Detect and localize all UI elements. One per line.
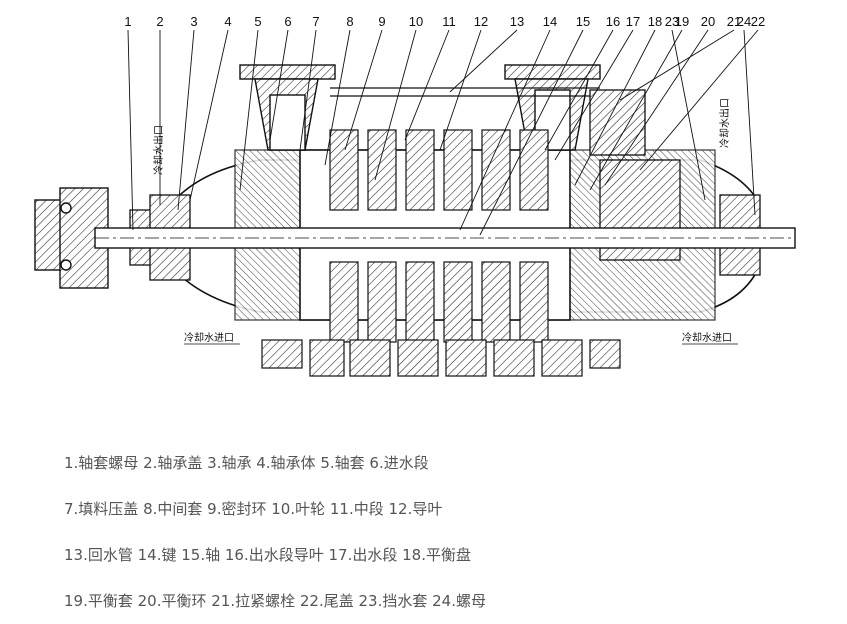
part-number-label: 12	[474, 14, 488, 29]
leader-line	[239, 29, 259, 191]
leader-line	[127, 29, 134, 231]
part-number-label: 4	[224, 14, 231, 29]
legend-line: 1.轴套螺母 2.轴承盖 3.轴承 4.轴承体 5.轴套 6.进水段	[64, 454, 429, 472]
part-number-label: 7	[312, 14, 319, 29]
part-number-label: 8	[346, 14, 353, 29]
part-number-label: 9	[378, 14, 385, 29]
inlet-flange-top	[239, 64, 336, 151]
parts-legend: 1.轴套螺母 2.轴承盖 3.轴承 4.轴承体 5.轴套 6.进水段 7.填料压…	[64, 440, 824, 624]
leader-line	[374, 29, 417, 181]
leader-line	[404, 29, 450, 141]
cooling-outlet-left-label: 冷却水出口	[152, 125, 165, 175]
leader-line	[639, 29, 759, 171]
leader-line	[449, 29, 518, 93]
part-number-label: 19	[675, 14, 689, 29]
part-number-label: 14	[543, 14, 557, 29]
leader-line	[324, 29, 351, 166]
leader-line	[177, 29, 195, 211]
part-number-label: 11	[442, 14, 456, 29]
part-number-label: 20	[701, 14, 715, 29]
part-number-label: 17	[626, 14, 640, 29]
leader-line	[459, 29, 551, 231]
leader-line	[671, 29, 706, 201]
part-number-label: 10	[409, 14, 423, 29]
leader-line	[604, 29, 709, 186]
leader-line	[743, 29, 756, 216]
part-number-label: 21	[727, 14, 741, 29]
legend-line: 13.回水管 14.键 15.轴 16.出水段导叶 17.出水段 18.平衡盘	[64, 546, 471, 564]
part-number-label: 3	[190, 14, 197, 29]
leader-line	[189, 29, 229, 201]
cooling-inlet-right-label: 冷却水进口	[682, 331, 732, 344]
part-number-label: 23	[665, 14, 679, 29]
part-number-label: 1	[124, 14, 131, 29]
part-number-label: 6	[284, 14, 291, 29]
legend-line: 19.平衡套 20.平衡环 21.拉紧螺栓 22.尾盖 23.挡水套 24.螺母	[64, 592, 486, 610]
part-number-label: 22	[751, 14, 765, 29]
leader-line	[479, 29, 584, 236]
lower-foot-bolts	[261, 339, 621, 377]
part-number-label: 13	[510, 14, 524, 29]
leader-line	[544, 29, 614, 151]
part-number-leaders	[127, 29, 759, 236]
part-number-label: 18	[648, 14, 662, 29]
leader-line	[439, 29, 482, 151]
cooling-outlet-right-label: 冷却水出口	[718, 98, 731, 148]
leader-line	[299, 29, 317, 151]
leader-line	[269, 29, 289, 141]
leader-line	[554, 29, 634, 161]
cooling-inlet-left-label: 冷却水进口	[184, 331, 234, 344]
pump-shaft	[94, 227, 796, 249]
leader-line	[574, 29, 656, 186]
part-number-label: 24	[737, 14, 751, 29]
part-number-label: 15	[576, 14, 590, 29]
part-number-label: 2	[156, 14, 163, 29]
legend-line: 7.填料压盖 8.中间套 9.密封环 10.叶轮 11.中段 12.导叶	[64, 500, 443, 518]
leader-line	[589, 29, 683, 191]
leader-line	[344, 29, 383, 151]
leader-line	[619, 29, 735, 101]
return-water-pipe	[330, 87, 600, 97]
part-number-label: 16	[606, 14, 620, 29]
part-number-label: 5	[254, 14, 261, 29]
